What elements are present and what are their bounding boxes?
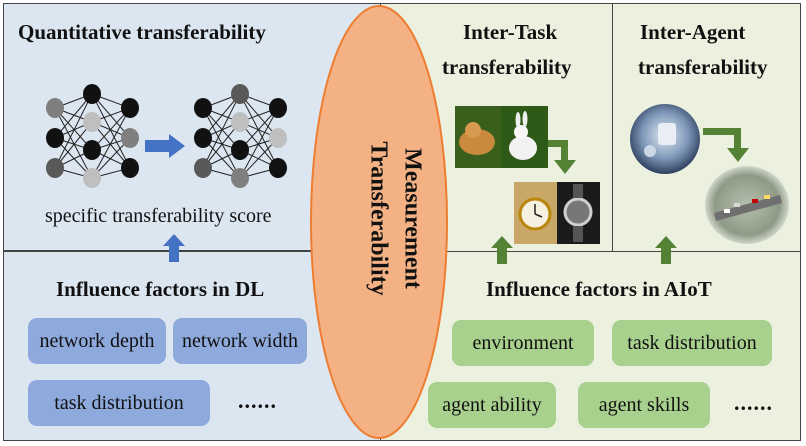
aiot-factors-title: Influence factors in AIoT bbox=[486, 277, 712, 301]
neural-network-icon-after bbox=[194, 84, 287, 188]
center-label-line2: Measurement bbox=[399, 148, 426, 289]
inter-task-title-line1: Inter-Task bbox=[463, 20, 558, 44]
green-up-arrow-icon-1 bbox=[491, 236, 513, 264]
robot-hand-photo-icon bbox=[630, 104, 700, 174]
factor-network-depth: network depth bbox=[28, 318, 166, 364]
factor-network-width: network width bbox=[173, 318, 307, 364]
dl-factors-title: Influence factors in DL bbox=[56, 277, 265, 301]
neural-network-icon-before bbox=[46, 84, 139, 188]
quantitative-title: Quantitative transferability bbox=[18, 20, 266, 44]
factor-task-distribution-aiot: task distribution bbox=[612, 320, 772, 366]
inter-task-title-line2: transferability bbox=[442, 55, 572, 79]
right-vertical-divider bbox=[612, 3, 613, 251]
factor-environment: environment bbox=[452, 320, 594, 366]
inter-agent-title-line2: transferability bbox=[638, 55, 768, 79]
clock-watch-photo-icon bbox=[514, 182, 600, 244]
transferability-score-label: specific transferability score bbox=[45, 205, 272, 227]
green-turn-arrow-icon-2 bbox=[703, 128, 749, 162]
factor-task-distribution-dl: task distribution bbox=[28, 380, 210, 426]
inter-agent-title-line1: Inter-Agent bbox=[640, 20, 746, 44]
green-up-arrow-icon-2 bbox=[655, 236, 677, 264]
green-turn-arrow-icon-1 bbox=[548, 140, 576, 174]
measurement-ellipse bbox=[310, 5, 448, 439]
smart-traffic-photo-icon bbox=[705, 166, 789, 244]
aiot-more-ellipsis: ...... bbox=[734, 390, 773, 415]
factor-agent-ability: agent ability bbox=[428, 382, 556, 428]
factor-agent-skills: agent skills bbox=[578, 382, 710, 428]
blue-right-arrow-icon bbox=[145, 134, 185, 158]
dl-more-ellipsis: ...... bbox=[238, 388, 277, 413]
blue-up-arrow-icon bbox=[163, 234, 185, 262]
right-horizontal-divider bbox=[380, 251, 801, 252]
center-label-line1: Transferability bbox=[365, 141, 392, 296]
pets-photo-icon bbox=[455, 106, 548, 168]
